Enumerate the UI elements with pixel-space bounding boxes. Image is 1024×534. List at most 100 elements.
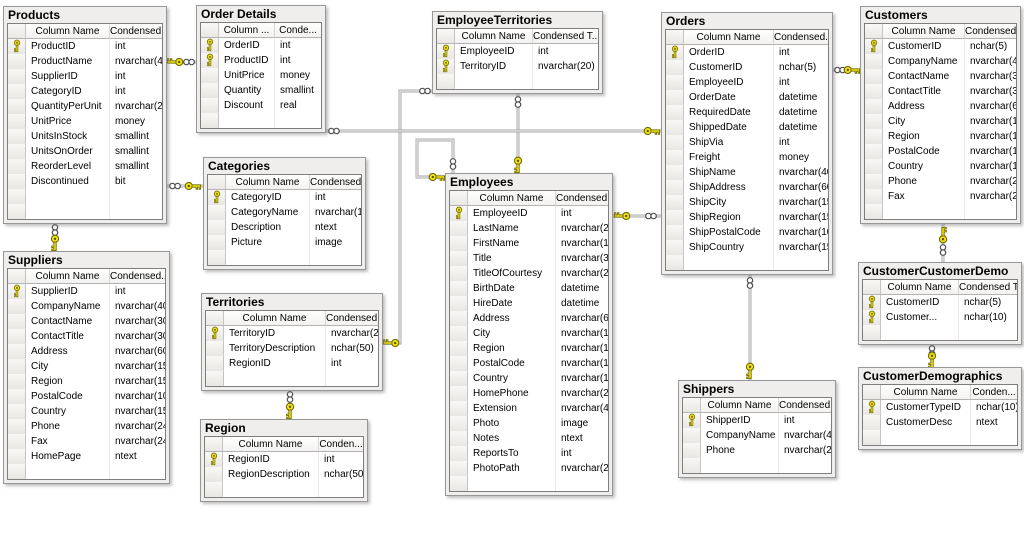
row-selector[interactable] xyxy=(8,69,26,84)
row-selector[interactable] xyxy=(666,105,684,120)
column-row[interactable]: UnitPrice money xyxy=(201,68,321,83)
table-territories[interactable]: Territories Column Name Condensed... Ter… xyxy=(201,293,383,391)
column-name-cell[interactable]: CompanyName xyxy=(701,428,779,443)
column-type-cell[interactable]: money xyxy=(280,70,311,81)
column-name-cell[interactable]: CategoryName xyxy=(226,205,310,220)
relationship-line[interactable] xyxy=(927,345,937,369)
column-row[interactable]: CategoryID int xyxy=(8,84,162,99)
column-row[interactable]: ContactTitle nvarchar(30) xyxy=(8,329,165,344)
column-type-cell[interactable]: nvarchar(40) xyxy=(115,301,165,312)
table-title[interactable]: Shippers xyxy=(683,382,735,396)
column-row[interactable] xyxy=(8,464,165,479)
column-name-cell[interactable]: CategoryID xyxy=(226,190,310,205)
column-name-cell[interactable]: RequiredDate xyxy=(684,105,774,120)
row-selector[interactable] xyxy=(666,225,684,240)
column-name-cell[interactable]: Country xyxy=(468,371,556,386)
row-selector[interactable] xyxy=(666,120,684,135)
column-type-cell[interactable]: datetime xyxy=(779,107,818,118)
column-type-cell[interactable]: int xyxy=(115,286,126,297)
row-selector[interactable] xyxy=(863,310,881,325)
column-row[interactable]: CustomerID nchar(5) xyxy=(865,39,1016,54)
column-row[interactable]: ShipAddress nvarchar(60) xyxy=(666,180,828,195)
column-type-cell[interactable]: nvarchar(24) xyxy=(970,176,1016,187)
column-name-cell[interactable]: Address xyxy=(26,344,110,359)
relationship-line[interactable] xyxy=(513,94,523,174)
column-name-cell[interactable]: Notes xyxy=(468,431,556,446)
column-name-cell[interactable] xyxy=(226,250,310,265)
row-selector[interactable] xyxy=(8,144,26,159)
column-row[interactable]: City nvarchar(15) xyxy=(450,326,608,341)
column-row[interactable]: Description ntext xyxy=(208,220,361,235)
row-selector[interactable] xyxy=(8,419,26,434)
column-name-cell[interactable]: Quantity xyxy=(219,83,275,98)
column-row[interactable]: Phone nvarchar(24) xyxy=(865,174,1016,189)
column-name-cell[interactable]: City xyxy=(883,114,965,129)
column-type-cell[interactable]: nvarchar(30) xyxy=(115,316,165,327)
column-name-cell[interactable]: FirstName xyxy=(468,236,556,251)
column-name-cell[interactable]: Phone xyxy=(883,174,965,189)
column-row[interactable]: Customer... nchar(10) xyxy=(863,310,1017,325)
column-name-cell[interactable]: CustomerTypeID xyxy=(881,400,971,415)
column-name-cell[interactable]: UnitPrice xyxy=(26,114,110,129)
column-type-cell[interactable]: bit xyxy=(115,176,126,187)
column-name-cell[interactable]: ContactTitle xyxy=(26,329,110,344)
column-name-cell[interactable] xyxy=(684,255,774,270)
row-selector[interactable] xyxy=(666,240,684,255)
relationship-line[interactable] xyxy=(833,65,861,75)
table-suppliers[interactable]: Suppliers Column Name Condensed... Suppl… xyxy=(3,251,170,484)
column-row[interactable]: Quantity smallint xyxy=(201,83,321,98)
relationship-line[interactable] xyxy=(613,211,661,221)
column-name-cell[interactable]: PostalCode xyxy=(26,389,110,404)
column-type-cell[interactable]: nvarchar(30) xyxy=(561,253,608,264)
row-selector[interactable] xyxy=(666,210,684,225)
relationship-line[interactable] xyxy=(50,224,60,252)
row-selector[interactable] xyxy=(450,431,468,446)
table-shippers[interactable]: Shippers Column Name Condensed... Shippe… xyxy=(678,380,836,478)
column-type-cell[interactable]: nvarchar(40) xyxy=(779,167,828,178)
column-row[interactable]: ShipperID int xyxy=(683,413,831,428)
column-row[interactable]: BirthDate datetime xyxy=(450,281,608,296)
column-type-cell[interactable] xyxy=(275,113,321,128)
column-row[interactable]: ReorderLevel smallint xyxy=(8,159,162,174)
row-selector[interactable] xyxy=(865,114,883,129)
column-type-cell[interactable]: int xyxy=(315,192,326,203)
row-selector[interactable] xyxy=(201,53,219,68)
column-name-cell[interactable]: ContactTitle xyxy=(883,84,965,99)
row-selector[interactable] xyxy=(450,341,468,356)
table-title[interactable]: CustomerCustomerDemo xyxy=(863,264,1009,278)
column-name-cell[interactable]: Address xyxy=(883,99,965,114)
column-name-cell[interactable] xyxy=(468,476,556,491)
row-selector[interactable] xyxy=(208,250,226,265)
column-row[interactable]: ShipVia int xyxy=(666,135,828,150)
column-row[interactable]: Discontinued bit xyxy=(8,174,162,189)
column-type-cell[interactable]: nvarchar(15) xyxy=(561,328,608,339)
column-row[interactable]: Region nvarchar(15) xyxy=(450,341,608,356)
row-selector[interactable] xyxy=(206,341,224,356)
column-type-cell[interactable]: ntext xyxy=(561,433,583,444)
column-name-cell[interactable]: ContactName xyxy=(26,314,110,329)
column-row[interactable] xyxy=(8,204,162,219)
column-name-cell[interactable] xyxy=(224,371,326,386)
column-name-cell[interactable]: Photo xyxy=(468,416,556,431)
column-type-cell[interactable]: nvarchar(20) xyxy=(331,328,378,339)
column-row[interactable]: TitleOfCourtesy nvarchar(25) xyxy=(450,266,608,281)
column-row[interactable]: TerritoryID nvarchar(20) xyxy=(437,59,598,74)
column-name-cell[interactable]: RegionID xyxy=(223,452,319,467)
column-row[interactable]: Picture image xyxy=(208,235,361,250)
row-selector[interactable] xyxy=(683,413,701,428)
column-row[interactable]: Notes ntext xyxy=(450,431,608,446)
column-name-cell[interactable]: OrderID xyxy=(219,38,275,53)
row-selector[interactable] xyxy=(8,449,26,464)
column-type-cell[interactable]: nchar(50) xyxy=(331,343,374,354)
row-selector[interactable] xyxy=(8,389,26,404)
row-selector[interactable] xyxy=(450,296,468,311)
row-selector[interactable] xyxy=(8,54,26,69)
column-name-cell[interactable]: HomePhone xyxy=(468,386,556,401)
column-type-cell[interactable] xyxy=(779,458,831,473)
column-name-cell[interactable]: Picture xyxy=(226,235,310,250)
column-row[interactable]: PostalCode nvarchar(10) xyxy=(865,144,1016,159)
column-type-cell[interactable] xyxy=(110,464,165,479)
column-row[interactable] xyxy=(683,458,831,473)
row-selector[interactable] xyxy=(666,150,684,165)
row-selector[interactable] xyxy=(205,452,223,467)
